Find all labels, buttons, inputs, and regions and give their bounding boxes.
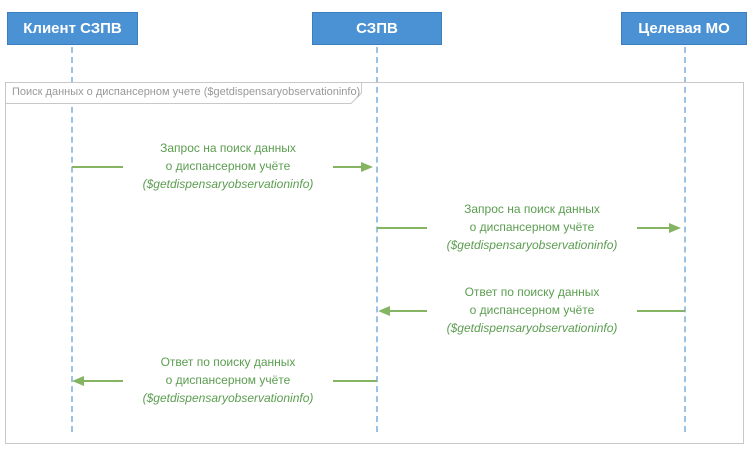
message-4-label: Ответ по поиску данных о диспансерном уч… bbox=[123, 353, 333, 407]
message-2-label: Запрос на поиск данных о диспансерном уч… bbox=[427, 200, 637, 254]
message-operation: ($getdispensaryobservationinfo) bbox=[142, 177, 314, 191]
fragment-label-pentagon bbox=[5, 82, 362, 104]
message-2-arrowhead-icon bbox=[669, 223, 681, 233]
fragment-label-text: Поиск данных о диспансерном учете ($getd… bbox=[12, 86, 361, 98]
message-text: о диспансерном учёте bbox=[165, 159, 291, 173]
message-text: Ответ по поиску данных bbox=[464, 285, 600, 299]
message-1-label: Запрос на поиск данных о диспансерном уч… bbox=[123, 139, 333, 193]
lifeline-client-szpv bbox=[71, 47, 73, 432]
fragment-label: Поиск данных о диспансерном учете ($getd… bbox=[5, 82, 362, 104]
message-3-arrowhead-icon bbox=[378, 306, 390, 316]
actor-target-mo: Целевая МО bbox=[621, 12, 747, 45]
actor-szpv: СЗПВ bbox=[312, 12, 442, 45]
actor-client-szpv: Клиент СЗПВ bbox=[7, 12, 138, 45]
message-text: о диспансерном учёте bbox=[165, 373, 291, 387]
message-text: о диспансерном учёте bbox=[469, 220, 595, 234]
message-operation: ($getdispensaryobservationinfo) bbox=[446, 238, 618, 252]
lifeline-target-mo bbox=[684, 47, 686, 432]
message-text: Запрос на поиск данных bbox=[464, 202, 600, 216]
message-operation: ($getdispensaryobservationinfo) bbox=[142, 391, 314, 405]
fragment-frame bbox=[5, 82, 744, 444]
message-3-label: Ответ по поиску данных о диспансерном уч… bbox=[427, 283, 637, 337]
actor-label: Клиент СЗПВ bbox=[23, 20, 122, 37]
message-text: Ответ по поиску данных bbox=[160, 355, 296, 369]
message-1-arrowhead-icon bbox=[361, 162, 373, 172]
message-operation: ($getdispensaryobservationinfo) bbox=[446, 321, 618, 335]
actor-label: СЗПВ bbox=[356, 20, 398, 37]
message-text: Запрос на поиск данных bbox=[160, 141, 296, 155]
message-text: о диспансерном учёте bbox=[469, 303, 595, 317]
lifeline-szpv bbox=[376, 47, 378, 432]
actor-label: Целевая МО bbox=[638, 20, 730, 37]
message-4-arrowhead-icon bbox=[72, 376, 84, 386]
